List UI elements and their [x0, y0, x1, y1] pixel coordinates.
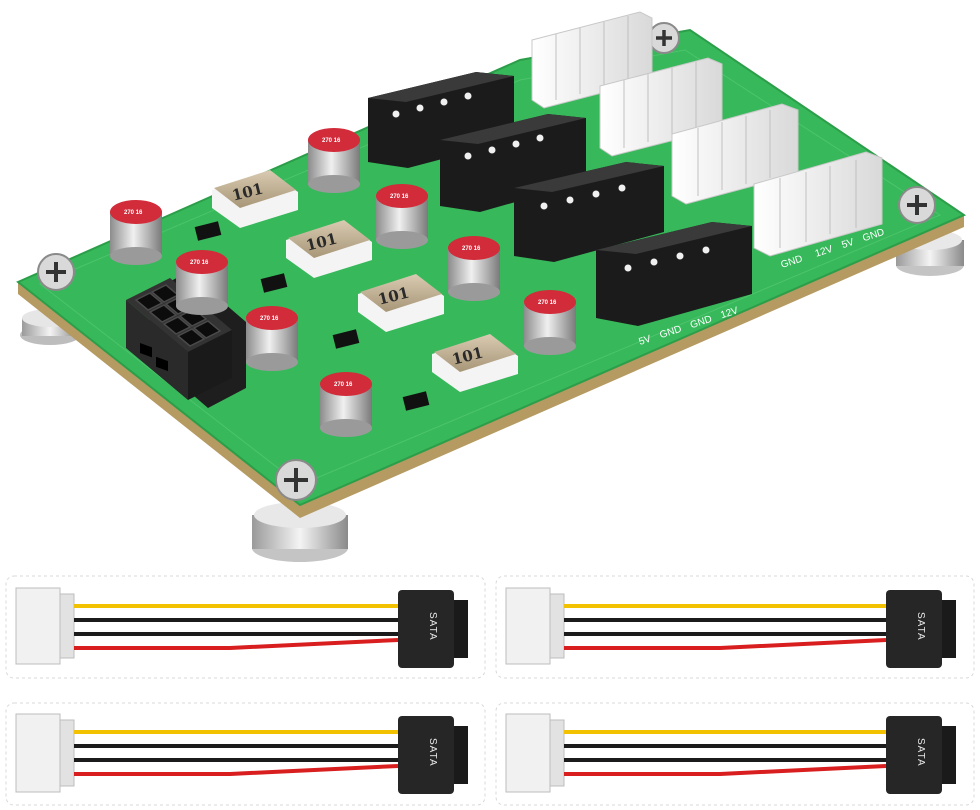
- wires: [74, 730, 399, 776]
- splitter-board: 5V GND GND 12V GND 12V 5V GND: [16, 11, 967, 562]
- capacitor-6-label: 270 16: [462, 246, 481, 252]
- molex-pin-4: 12V: [719, 305, 740, 321]
- capacitor-6: 270 16: [448, 236, 500, 301]
- screw-bottom: [275, 459, 317, 501]
- sata-plug: SATA: [886, 590, 956, 668]
- white-header-4: [753, 151, 883, 257]
- sata-plug: SATA: [886, 716, 956, 794]
- inductor-4: 101: [432, 334, 518, 392]
- sata-plug: SATA: [398, 590, 468, 668]
- capacitor-2-label: 270 16: [322, 138, 341, 144]
- wires: [74, 604, 399, 650]
- screw-top: [648, 22, 680, 54]
- sata-plug-label: SATA: [427, 738, 438, 767]
- sata-cable-4: SATA: [495, 702, 975, 806]
- ic-chips: [194, 221, 430, 411]
- capacitor-7: 270 16: [320, 372, 372, 437]
- capacitor-3-label: 270 16: [190, 260, 209, 266]
- capacitor-4-label: 270 16: [390, 194, 409, 200]
- inductor-3: 101: [358, 274, 444, 332]
- capacitor-1: 270 16: [110, 200, 162, 265]
- sata-plug: SATA: [398, 716, 468, 794]
- sata-plug-label: SATA: [915, 738, 926, 767]
- capacitor-3: 270 16: [176, 250, 228, 315]
- capacitor-5-label: 270 16: [260, 316, 279, 322]
- molex-plug: [505, 587, 565, 665]
- capacitor-7-label: 270 16: [334, 382, 353, 388]
- molex-plug: [505, 713, 565, 793]
- screw-right: [898, 186, 936, 224]
- inductor-1: 101: [212, 170, 298, 228]
- wires: [564, 730, 887, 776]
- sata-cable-2: SATA: [495, 575, 975, 679]
- sata-plug-label: SATA: [427, 612, 438, 641]
- sata-plug-label: SATA: [915, 612, 926, 641]
- molex-pin-1: 5V: [638, 334, 653, 348]
- capacitor-2: 270 16: [308, 128, 360, 193]
- sata-cable-3: SATA: [5, 702, 486, 806]
- inductor-2: 101: [286, 220, 372, 278]
- capacitor-1-label: 270 16: [124, 210, 143, 216]
- capacitor-4: 270 16: [376, 184, 428, 249]
- sata-pin-2: 12V: [814, 244, 835, 260]
- wires: [564, 604, 887, 650]
- molex-connector-4: [596, 222, 752, 326]
- white-header-3: [671, 103, 799, 205]
- molex-plug: [15, 713, 75, 793]
- sata-pin-3: 5V: [840, 237, 855, 251]
- capacitor-5: 270 16: [246, 306, 298, 371]
- capacitors: 270 16 270 16 270 16 270 16: [110, 128, 576, 437]
- capacitor-8: 270 16: [524, 290, 576, 355]
- screw-left: [37, 253, 75, 291]
- sata-cable-1: SATA: [5, 575, 486, 679]
- molex-plug: [15, 587, 75, 665]
- capacitor-8-label: 270 16: [538, 300, 557, 306]
- molex-connector-3: [514, 162, 664, 262]
